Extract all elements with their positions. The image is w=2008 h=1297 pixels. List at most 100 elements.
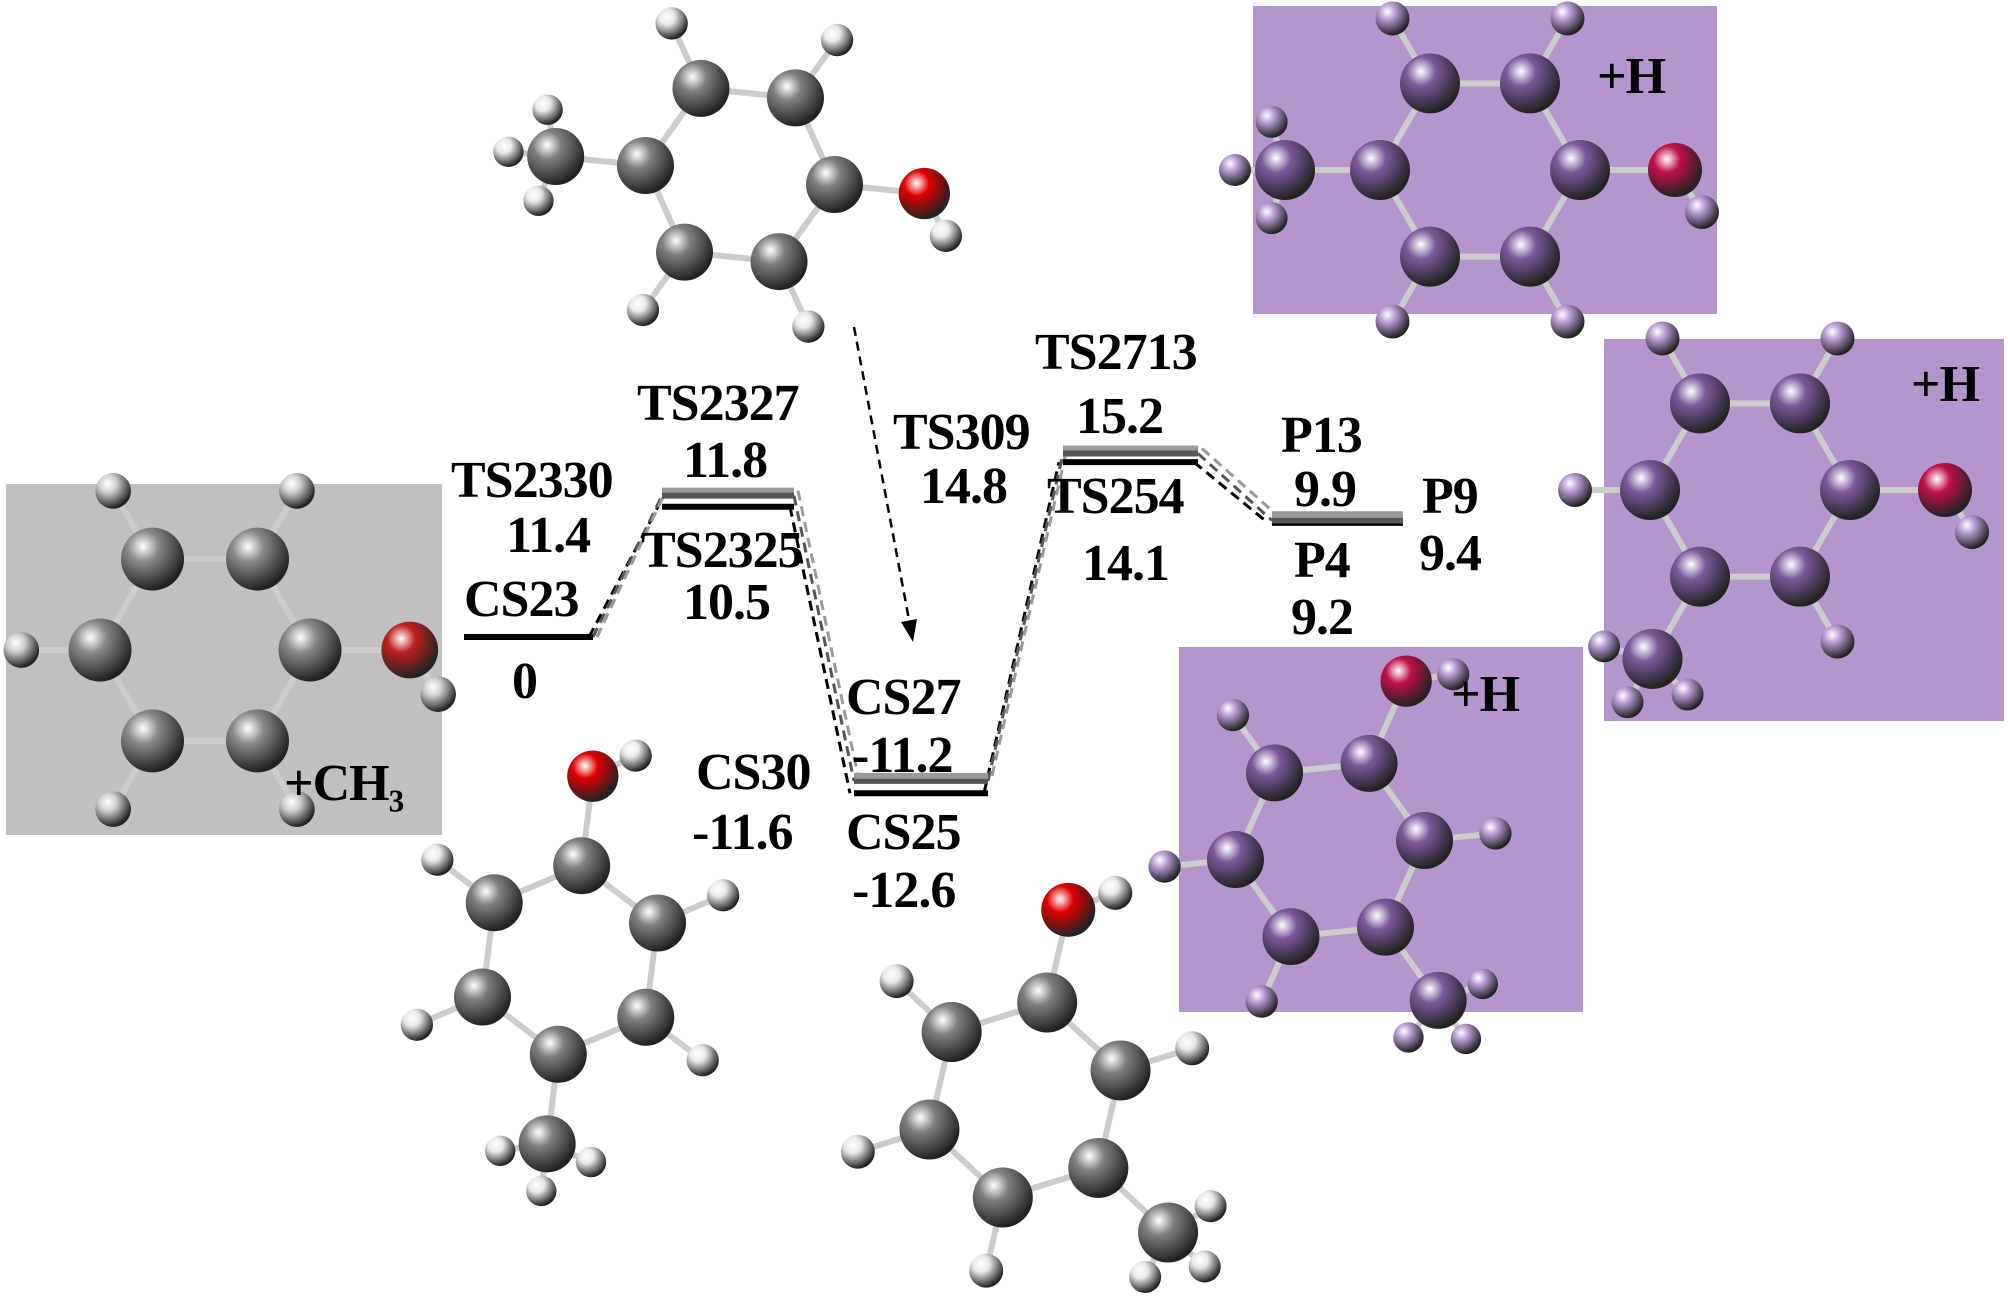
product-p9-carbon-atom <box>1770 373 1830 434</box>
product-p9-h-atom <box>1820 321 1855 356</box>
reactant-hydroxyl-h-atom <box>420 676 456 713</box>
ts-structure-carbon-atom <box>672 59 730 117</box>
label-cs27: CS27 <box>846 669 961 726</box>
product-p13-methyl-h-atom <box>1255 105 1288 138</box>
product-p4-carbon-atom <box>1356 898 1414 956</box>
reactant-h-atom <box>95 473 131 509</box>
product-p13-h-atom <box>1550 304 1585 339</box>
product-p9-carbon-atom <box>1670 546 1730 607</box>
product-p13-h-atom <box>1375 304 1410 339</box>
intermediate-cs30-h-atom <box>421 843 454 876</box>
product-p9-oxygen-atom <box>1918 463 1972 517</box>
connector-cs23-ts2330 <box>591 494 664 638</box>
product-p4-carbon-atom <box>1206 830 1264 888</box>
intermediate-cs30-oxygen-atom <box>567 750 619 802</box>
ts-structure-h-atom <box>792 310 825 343</box>
reactant-carbon-atom <box>68 618 132 682</box>
connector-cs30-ts309 <box>986 453 1065 782</box>
intermediate-cs30-hydroxyl-h-atom <box>619 739 652 772</box>
product-p9-methyl-h-atom <box>1611 686 1644 719</box>
reactant-carbon-atom <box>121 709 184 773</box>
energy-p9: 9.4 <box>1419 525 1482 582</box>
ts-structure-h-atom <box>820 23 854 57</box>
ts-structure-h-atom <box>655 7 688 40</box>
energy-cs23: 0 <box>512 653 538 710</box>
ts-structure-carbon-atom <box>806 155 864 213</box>
energy-ts2327: 11.8 <box>683 432 768 489</box>
connector-cs25-ts254 <box>982 461 1061 794</box>
product-p4-h-atom <box>1148 850 1181 883</box>
label-ts2325: TS2325 <box>641 522 804 579</box>
label-cs25: CS25 <box>846 804 961 861</box>
intermediate-cs30-carbon-atom <box>453 968 511 1026</box>
connector-ts254-p4 <box>1193 461 1269 525</box>
ch3-main: +CH <box>284 755 390 812</box>
product-p9-h-atom <box>1558 473 1592 507</box>
product-p9-carbon-atom <box>1620 460 1680 520</box>
product-p13-hydroxyl-h-atom <box>1685 195 1720 230</box>
intermediate-cs30-carbon-atom <box>617 988 675 1046</box>
intermediate-cs25-carbon-atom <box>899 1099 960 1160</box>
product-p13-carbon-atom <box>1350 140 1410 200</box>
intermediate-cs30-h-atom <box>400 1008 434 1041</box>
product-p9-carbon-atom <box>1670 373 1730 434</box>
energy-ts2713: 15.2 <box>1076 388 1164 445</box>
intermediate-cs25-carbon-atom <box>1017 972 1078 1033</box>
product-p4-methyl-h-atom <box>1393 1022 1424 1053</box>
label-ts2327: TS2327 <box>637 375 800 432</box>
product-p4-methyl-h-atom <box>1467 968 1498 1000</box>
pointer-arrowhead <box>901 619 917 642</box>
product-p9-methyl-c-atom <box>1622 628 1683 689</box>
product-p9-carbon-atom <box>1770 546 1830 607</box>
energy-cs27: -11.2 <box>852 727 953 784</box>
product-p9-hydroxyl-h-atom <box>1955 515 1990 550</box>
intermediate-cs30-carbon-atom <box>529 1025 587 1083</box>
label-cs30: CS30 <box>696 744 811 801</box>
product-p4-oxygen-atom <box>1380 655 1432 707</box>
ts-structure-methyl-c-atom <box>527 128 585 186</box>
plus-h-p4: +H <box>1451 666 1520 723</box>
intermediate-cs25-oxygen-atom <box>1041 882 1096 937</box>
ts-structure-carbon-atom <box>656 223 714 281</box>
label-ts2713: TS2713 <box>1035 324 1198 381</box>
product-p13-methyl-h-atom <box>1219 154 1251 186</box>
connector-ts309-p9 <box>1196 452 1274 522</box>
connector-ts2327-cs27 <box>796 490 860 777</box>
ts-structure-methyl-h-atom <box>493 136 524 167</box>
product-p9-methyl-h-atom <box>1671 678 1704 711</box>
intermediate-cs30-methyl-h-atom <box>484 1135 516 1167</box>
reactant-h-atom <box>279 791 315 827</box>
product-p13-h-atom <box>1550 1 1585 36</box>
label-cs23: CS23 <box>464 571 579 628</box>
label-ts2330: TS2330 <box>451 452 614 509</box>
product-p4-carbon-atom <box>1396 812 1454 870</box>
energy-ts309: 14.8 <box>920 458 1008 515</box>
plus-h-p9: +H <box>1911 356 1980 413</box>
product-p13-carbon-atom <box>1400 53 1460 114</box>
connector-ts2330-cs30 <box>792 495 856 782</box>
reactant-oxygen-atom <box>381 621 439 679</box>
intermediate-cs25-methyl-h-atom <box>1129 1260 1162 1293</box>
product-p9-methyl-h-atom <box>1588 630 1621 663</box>
ts-structure-carbon-atom <box>750 233 808 291</box>
label-p4: P4 <box>1294 532 1351 589</box>
product-p4-h-atom <box>1479 817 1512 850</box>
product-p4-carbon-atom <box>1340 734 1398 792</box>
energy-p13: 9.9 <box>1294 461 1357 518</box>
energy-cs30: -11.6 <box>692 804 793 861</box>
label-ts254: TS254 <box>1047 468 1185 525</box>
energy-ts2325: 10.5 <box>683 574 771 631</box>
product-p13-carbon-atom <box>1500 53 1560 114</box>
intermediate-cs25-h-atom <box>969 1253 1004 1288</box>
reactant-carbon-atom <box>121 527 184 591</box>
product-p13-carbon-atom <box>1550 140 1610 200</box>
product-p9-h-atom <box>1820 624 1855 659</box>
energy-cs25: -12.6 <box>852 862 956 919</box>
intermediate-cs30-methyl-c-atom <box>518 1115 576 1173</box>
ts-structure-oxygen-atom <box>898 167 950 220</box>
energy-ts254: 14.1 <box>1082 535 1170 592</box>
product-p13-carbon-atom <box>1500 226 1560 287</box>
intermediate-cs25-methyl-c-atom <box>1138 1202 1199 1263</box>
